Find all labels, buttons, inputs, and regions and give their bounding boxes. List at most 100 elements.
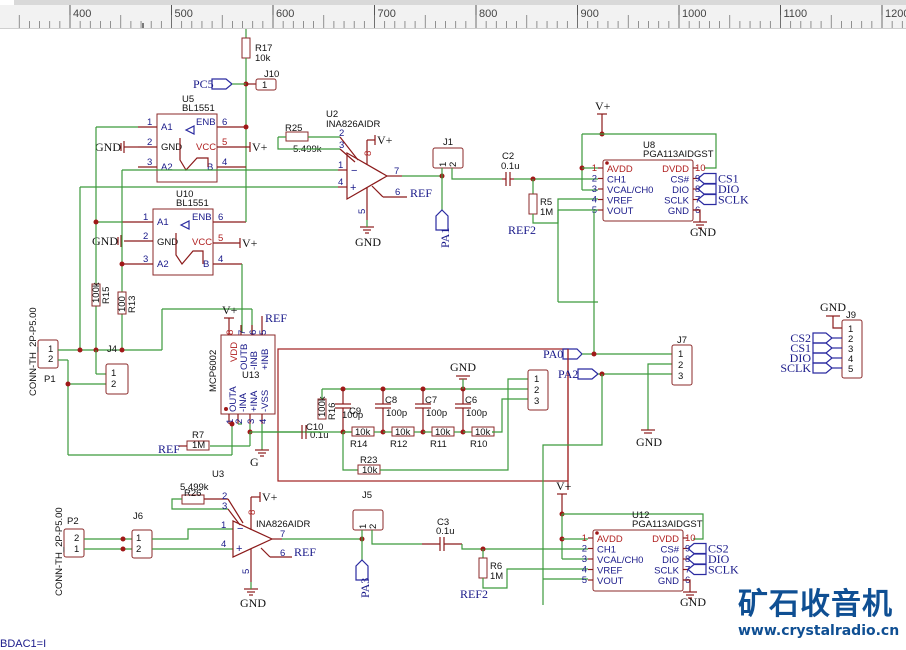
u10-pin-num: 3 — [143, 254, 148, 265]
u3-instrumentation-amp[interactable]: U3 INA826AIDR 2 3 1 4 7 6 5 8 − + — [212, 469, 311, 582]
jumper-select-connector[interactable]: 1 2 3 — [527, 369, 549, 411]
pin-name-ch1: CH1 — [597, 545, 616, 556]
spi-port-dio[interactable] — [697, 183, 717, 195]
pin-name-vout: VOUT — [607, 206, 634, 217]
pin-number: 1 — [582, 533, 587, 544]
spi-port-cs2[interactable] — [687, 542, 707, 555]
j10-ref: J10 — [264, 69, 279, 80]
window-top-bar — [0, 0, 906, 5]
r25-ref: R25 — [285, 123, 302, 134]
j6-pin: 1 — [136, 533, 141, 544]
u5-pin-num: 4 — [222, 157, 227, 168]
r26-resistor[interactable]: 5.499k R26 — [180, 482, 209, 505]
c10-ref: C10 — [306, 422, 323, 433]
spi-port-cs1[interactable] — [697, 172, 717, 185]
pin-name-sclk: SCLK — [654, 566, 679, 577]
pc5-port[interactable]: PC5 — [193, 77, 246, 91]
u5-pin-num: 6 — [222, 117, 227, 128]
pin-number: 8 — [695, 184, 700, 195]
r23-resistor[interactable]: 10k R23 — [357, 455, 381, 476]
j10-connector[interactable]: 1 J10 — [246, 69, 279, 91]
u2-instrumentation-amp[interactable]: U2 INA826AIDR 2 3 1 4 7 6 5 8 − + — [326, 109, 407, 220]
u12-ref: U12 — [632, 510, 649, 521]
j9-port-cs2[interactable] — [812, 332, 833, 344]
j9-pin: 2 — [848, 334, 853, 345]
c3-ref: C3 — [437, 517, 449, 528]
spi-port-sclk[interactable] — [697, 193, 717, 206]
pin-name-cs: CS# — [661, 545, 680, 556]
jsel-pin: 2 — [534, 385, 539, 396]
r17-ref: R17 — [255, 43, 272, 54]
r16-resistor[interactable]: 100k R16 — [317, 396, 338, 420]
ruler-label: 900 — [581, 8, 599, 20]
gnd-symbol-u10: GND — [92, 234, 122, 248]
pin-name-dio: DIO — [662, 555, 679, 566]
vplus-label: V+ — [377, 133, 393, 147]
j4-pin: 1 — [111, 368, 116, 379]
j1-pin: 2 — [448, 162, 459, 167]
u2-ref: U2 — [326, 109, 338, 120]
resistor-value: 10k — [475, 427, 491, 438]
cap-ref: C7 — [425, 395, 437, 406]
c3-capacitor[interactable]: C3 0.1u — [422, 517, 462, 551]
gnd-label: GND — [95, 140, 121, 154]
u5-pin-num: 2 — [147, 137, 152, 148]
ref2-label: REF2 — [508, 223, 536, 237]
u13-opamp-ic[interactable]: VDD OUTB -INB +INB OUTA -INA +INA -VSS 8… — [208, 325, 276, 424]
j6-connector[interactable]: J6 1 2 — [131, 511, 153, 559]
spi-port-sclk[interactable] — [687, 563, 707, 576]
j9-port-label: CS1 — [790, 341, 811, 355]
r5-resistor[interactable]: R5 1M — [528, 179, 553, 218]
u2-pin-num: 6 — [395, 187, 400, 198]
j7-pin: 3 — [678, 371, 683, 382]
j4-connector[interactable]: 1 2 — [105, 363, 129, 395]
pa2-port[interactable]: PA2 — [558, 367, 599, 381]
pa3-port[interactable]: PA3 — [355, 559, 372, 598]
j7-pin: 2 — [678, 360, 683, 371]
u13-pin-vss: -VSS — [260, 390, 271, 412]
logo-title: 矿石收音机 — [738, 587, 893, 622]
c10-value: 0.1u — [310, 430, 329, 441]
spi-port-dio[interactable] — [687, 553, 707, 565]
p1-connector[interactable]: 1 2 P1 CONN-TH_2P-P5.00 — [28, 307, 59, 396]
u10-switch-ic[interactable]: U10 BL1551 1 2 3 A1 GND A2 ENB VCC B 6 5… — [122, 189, 246, 276]
u5-pin-a2: A2 — [161, 162, 173, 173]
p2-pin: 2 — [74, 533, 79, 544]
u2-pin-num: 3 — [339, 140, 344, 151]
u5-switch-ic[interactable]: U5 BL1551 1 2 3 A1 GND A2 ENB VCC B 6 5 … — [138, 94, 250, 183]
r6-value: 1M — [490, 571, 503, 582]
j1-connector[interactable]: J1 1 2 — [432, 137, 464, 169]
c2-capacitor[interactable]: C2 0.1u — [501, 151, 520, 186]
r25-resistor[interactable]: R25 5.499k — [285, 123, 322, 155]
r7-resistor[interactable]: 1M R7 — [186, 430, 210, 451]
j9-port-dio[interactable] — [812, 352, 833, 364]
u3-ref: U3 — [212, 469, 224, 480]
p2-connector[interactable]: 2 1 P2 CONN-TH_2P-P5.00 — [54, 507, 85, 596]
pin-name-gnd: GND — [668, 206, 689, 217]
pa0-port[interactable]: PA0 — [543, 347, 583, 361]
cap-ref: C6 — [465, 395, 477, 406]
pa1-port[interactable]: PA1 — [435, 209, 452, 248]
j5-connector[interactable]: J5 1 2 — [352, 490, 384, 531]
r13-resistor[interactable]: 100 R13 — [117, 291, 138, 315]
schematic-canvas[interactable]: R17 10k 1 J10 PC5 U5 BL1551 1 2 3 A1 GND… — [0, 29, 906, 650]
pin-name-dio: DIO — [672, 185, 689, 196]
j9-port-cs1[interactable] — [812, 342, 833, 354]
r13-ref: R13 — [127, 296, 138, 313]
r15-resistor[interactable]: 100k R15 — [91, 282, 112, 307]
horizontal-ruler[interactable]: 400500600700800900100011001200 — [0, 5, 906, 29]
j7-connector[interactable]: J7 1 2 3 — [671, 335, 693, 386]
resistor-ref: R14 — [350, 439, 367, 450]
p1-part: CONN-TH_2P-P5.00 — [28, 307, 39, 396]
ruler-label: 800 — [479, 8, 497, 20]
vplus-u5: V+ — [249, 140, 268, 154]
j9-port-sclk[interactable] — [812, 362, 833, 374]
r6-ref: R6 — [490, 561, 502, 572]
cap-ref: C8 — [385, 395, 397, 406]
r6-resistor[interactable]: R6 1M — [478, 549, 503, 582]
